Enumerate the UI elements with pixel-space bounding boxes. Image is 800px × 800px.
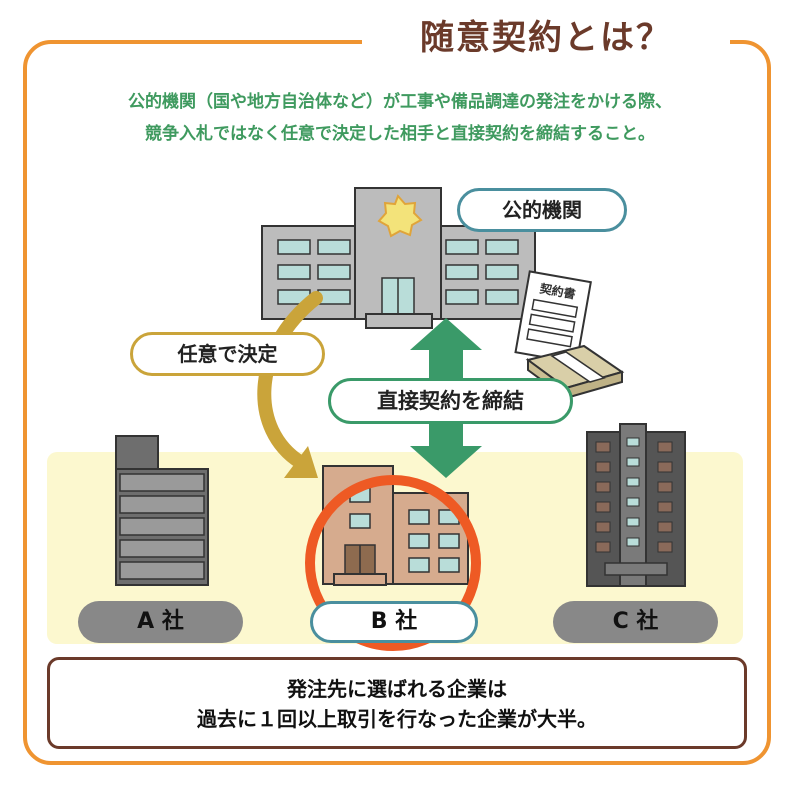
company-c-label: C 社 [553,601,718,643]
company-c-building-icon [586,423,686,587]
contract-label: 直接契約を締結 [328,378,573,424]
company-a-building-icon [115,435,209,586]
note-box: 発注先に選ばれる企業は 過去に１回以上取引を行なった企業が大半。 [47,657,747,749]
contract-document-icon: 契約書 [514,270,592,365]
selection-circle [305,475,481,651]
choice-label: 任意で決定 [130,332,325,376]
intro-text: 公的機関（国や地方自治体など）が工事や備品調達の発注をかける際、 競争入札ではな… [40,86,760,150]
choice-arrow [257,291,323,478]
intro-line-2: 競争入札ではなく任意で決定した相手と直接契約を締結すること。 [145,124,655,144]
intro-line-1: 公的機関（国や地方自治体など）が工事や備品調達の発注をかける際、 [128,92,672,112]
page-title: 随意契約とは？ [362,14,730,62]
company-a-label: A 社 [78,601,243,643]
company-b-label: B 社 [310,601,478,643]
public-body-label: 公的機関 [457,188,627,232]
note-line-2: 過去に１回以上取引を行なった企業が大半。 [197,707,597,731]
document-label: 契約書 [538,280,577,301]
note-line-1: 発注先に選ばれる企業は [287,677,507,701]
public-building-icon [261,187,536,329]
